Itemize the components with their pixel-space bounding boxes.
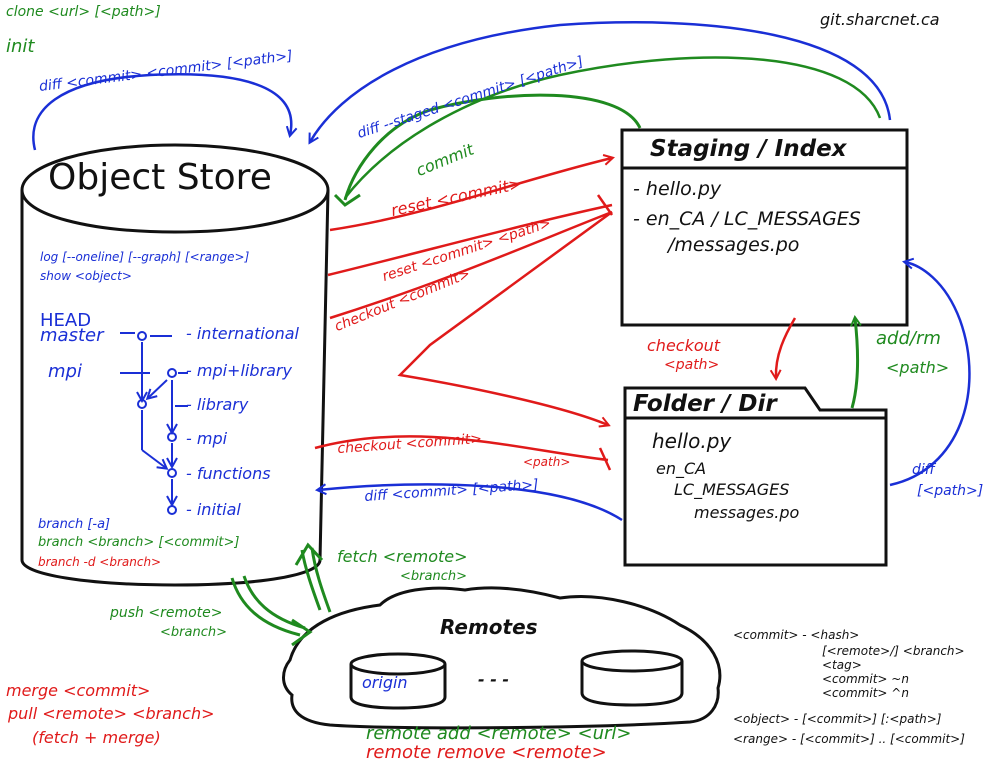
arrow-diff-path [889, 262, 971, 487]
remote-add-command: remote add <remote> <url> [366, 723, 632, 744]
arrow-fetch [294, 542, 332, 613]
arrow-push [230, 575, 313, 647]
add-rm-label: add/rm [876, 328, 941, 349]
add-rm-path-label: <path> [886, 358, 950, 377]
legend-commit-remote-branch: [<remote>/] <branch> [822, 644, 965, 658]
object-store-title: Object Store [48, 157, 272, 198]
diff-right-path-label: [<path>] [917, 483, 984, 499]
arrow-diff-commit-path [318, 483, 623, 522]
head-label: HEAD [40, 310, 92, 331]
remotes-title: Remotes [440, 615, 538, 639]
arrow-diff-commit-commit [32, 73, 291, 151]
diff-right-label: diff [912, 462, 935, 478]
folder-box [623, 386, 888, 567]
arrow-checkout-path [776, 317, 797, 378]
checkout-commit-path-label-2: <path> [523, 455, 571, 469]
folder-title: Folder / Dir [633, 391, 777, 417]
arrow-add-rm [852, 318, 858, 409]
legend-commit-tag: <tag> [822, 658, 862, 672]
clone-command: clone <url> [<path>] [6, 4, 161, 20]
commit-initial: - initial [186, 500, 241, 519]
push-label: push <remote> [110, 605, 223, 621]
checkout-path-label: checkout [647, 336, 721, 355]
staging-file-messages: /messages.po [668, 234, 800, 256]
arrow-checkout-commit [329, 210, 613, 425]
remote-remove-command: remote remove <remote> [366, 742, 607, 763]
commit-library: - library [186, 395, 249, 414]
folder-file-hello: hello.py [652, 429, 732, 453]
branch-list-command: branch [-a] [38, 517, 111, 532]
legend-commit-tilde: <commit> ~n [822, 672, 909, 686]
folder-file-lc-messages: LC_MESSAGES [674, 480, 790, 499]
pull-command: pull <remote> <branch> [8, 704, 215, 723]
merge-command: merge <commit> [6, 681, 151, 700]
log-command: log [--oneline] [--graph] [<range>] [40, 250, 250, 264]
legend-commit-caret: <commit> ^n [822, 686, 909, 700]
staging-file-en-ca: - en_CA / LC_MESSAGES [633, 208, 861, 230]
legend-commit-def: <commit> - <hash> [733, 628, 860, 642]
staging-file-hello: - hello.py [633, 178, 722, 200]
origin-remote: origin [362, 673, 408, 692]
pull-note: (fetch + merge) [32, 728, 161, 747]
object-store-cylinder [20, 143, 330, 587]
arrow-commit [333, 93, 642, 207]
commit-international: - international [186, 324, 299, 343]
legend-range-def: <range> - [<commit>] .. [<commit>] [733, 732, 965, 746]
fetch-branch-label: <branch> [400, 569, 467, 584]
staging-title: Staging / Index [650, 136, 847, 162]
staging-box [620, 128, 909, 327]
legend-object-def: <object> - [<commit>] [:<path>] [733, 712, 942, 726]
arrow-reset-commit-path [327, 194, 614, 277]
commit-mpi: - mpi [186, 429, 228, 448]
branch-create-command: branch <branch> [<commit>] [38, 535, 240, 550]
mpi-branch-label: mpi [48, 361, 82, 382]
folder-file-messages: messages.po [694, 503, 800, 522]
fetch-label: fetch <remote> [337, 547, 468, 566]
site-label: git.sharcnet.ca [820, 10, 940, 29]
commit-mpi-library: - mpi+library [186, 361, 292, 380]
arrow-checkout-commit-path [314, 435, 612, 471]
branch-delete-command: branch -d <branch> [38, 555, 162, 569]
remotes-cloud [282, 586, 722, 730]
master-label: master [40, 325, 104, 346]
remote-ellipsis: - - - [478, 670, 510, 689]
arrow-diff-staged [310, 21, 892, 142]
arrow-reset-commit [329, 158, 612, 232]
init-command: init [6, 36, 35, 57]
folder-file-en-ca: en_CA [656, 459, 707, 478]
checkout-path-label-2: <path> [664, 357, 720, 373]
commit-graph [120, 331, 188, 515]
commit-functions: - functions [186, 464, 271, 483]
push-branch-label: <branch> [160, 625, 227, 640]
show-command: show <object> [40, 269, 132, 283]
